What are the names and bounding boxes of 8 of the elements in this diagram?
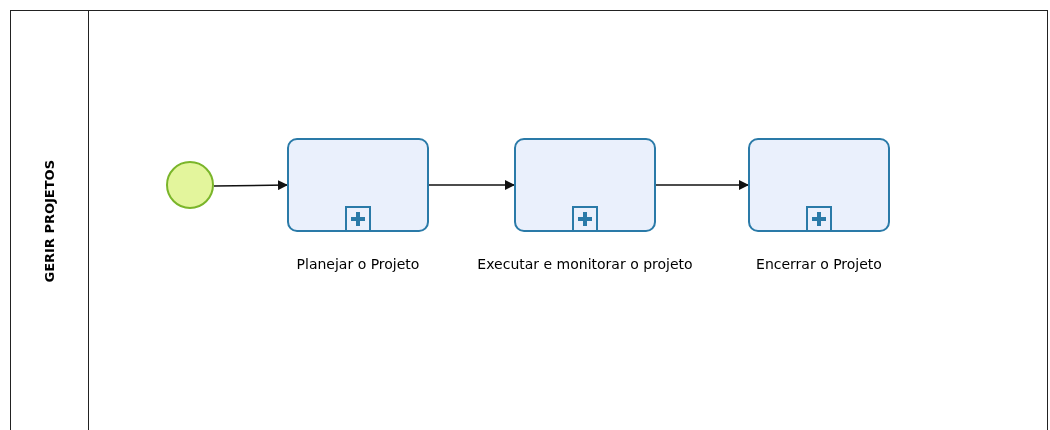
swimlane-pool: [10, 10, 1048, 430]
lane-label: GERIR PROJETOS: [40, 159, 58, 283]
task-label: Encerrar o Projeto: [756, 255, 882, 274]
sequence-flow-arrow: [213, 180, 288, 191]
task-label: Planejar o Projeto: [296, 255, 420, 274]
task-label: Executar e monitorar o projeto: [477, 255, 693, 274]
sequence-flow-arrow: [428, 180, 515, 190]
sequence-flow-arrow: [655, 180, 749, 190]
